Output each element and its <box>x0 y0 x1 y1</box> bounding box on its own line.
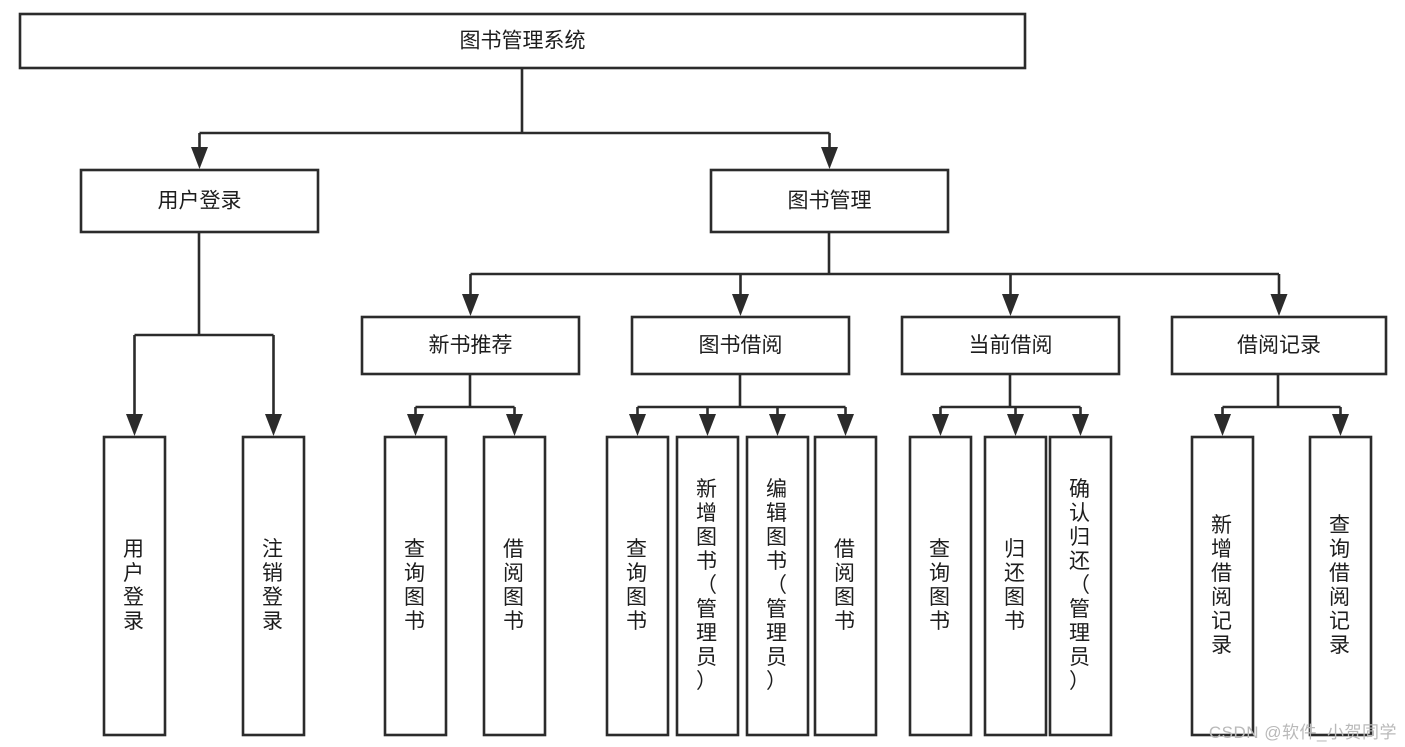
arrow-head-icon <box>506 414 523 436</box>
node-box[interactable] <box>900 315 1121 376</box>
connector-group <box>629 374 854 436</box>
node-label: 用户登录 <box>158 190 242 213</box>
node-layer: 图书管理系统用户登录图书管理新书推荐图书借阅当前借阅借阅记录用户登录注销登录查询… <box>18 12 1388 737</box>
arrow-head-icon <box>629 414 646 436</box>
arrow-head-icon <box>769 414 786 436</box>
connector-group <box>407 374 523 436</box>
node-label: 归还图书 <box>1004 538 1027 633</box>
connector-group <box>932 374 1089 436</box>
node-label: 新书推荐 <box>429 334 513 357</box>
arrow-head-icon <box>699 414 716 436</box>
node-box[interactable] <box>709 168 950 234</box>
node-box[interactable] <box>675 435 740 737</box>
node-borrow[interactable]: 图书借阅 <box>630 315 851 376</box>
connector-group <box>126 232 282 436</box>
node-box[interactable] <box>79 168 320 234</box>
node-label: 确认归还（管理员） <box>1069 478 1092 693</box>
node-label: 借阅图书 <box>834 538 857 633</box>
node-label: 查询图书 <box>404 538 427 633</box>
node-leaf-current-return[interactable]: 归还图书 <box>983 435 1048 737</box>
connector-layer <box>126 68 1349 436</box>
node-label: 借阅记录 <box>1237 334 1321 357</box>
node-current[interactable]: 当前借阅 <box>900 315 1121 376</box>
connector-group <box>191 68 838 169</box>
arrow-head-icon <box>126 414 143 436</box>
node-box[interactable] <box>241 435 306 737</box>
arrow-head-icon <box>407 414 424 436</box>
node-box[interactable] <box>18 12 1027 70</box>
node-leaf-user-logout[interactable]: 注销登录 <box>241 435 306 737</box>
node-box[interactable] <box>745 435 810 737</box>
node-box[interactable] <box>1048 435 1113 737</box>
node-leaf-newbook-query[interactable]: 查询图书 <box>383 435 448 737</box>
arrow-head-icon <box>1007 414 1024 436</box>
node-box[interactable] <box>630 315 851 376</box>
node-label: 查询图书 <box>626 538 649 633</box>
arrow-head-icon <box>837 414 854 436</box>
node-label: 注销登录 <box>262 538 285 633</box>
arrow-head-icon <box>1002 294 1019 316</box>
node-leaf-borrow-edit[interactable]: 编辑图书（管理员） <box>745 435 810 737</box>
arrow-head-icon <box>932 414 949 436</box>
node-leaf-record-query[interactable]: 查询借阅记录 <box>1308 435 1373 737</box>
connector-group <box>462 232 1288 316</box>
arrow-head-icon <box>1332 414 1349 436</box>
node-label: 新增图书（管理员） <box>696 478 719 693</box>
arrow-head-icon <box>1270 294 1288 316</box>
node-box[interactable] <box>908 435 973 737</box>
node-box[interactable] <box>813 435 878 737</box>
node-leaf-user-login[interactable]: 用户登录 <box>102 435 167 737</box>
arrow-head-icon <box>1214 414 1231 436</box>
arrow-head-icon <box>462 294 479 316</box>
arrow-head-icon <box>821 147 838 169</box>
node-bookmgmt[interactable]: 图书管理 <box>709 168 950 234</box>
node-box[interactable] <box>102 435 167 737</box>
node-label: 图书管理系统 <box>460 30 586 53</box>
node-leaf-newbook-borrow[interactable]: 借阅图书 <box>482 435 547 737</box>
node-label: 用户登录 <box>123 538 146 633</box>
connector-group <box>1214 374 1349 436</box>
node-box[interactable] <box>605 435 670 737</box>
node-label: 编辑图书（管理员） <box>766 478 789 693</box>
node-label: 查询图书 <box>929 538 952 633</box>
node-box[interactable] <box>1308 435 1373 737</box>
node-login[interactable]: 用户登录 <box>79 168 320 234</box>
node-record[interactable]: 借阅记录 <box>1170 315 1388 376</box>
node-box[interactable] <box>1170 315 1388 376</box>
node-leaf-record-add[interactable]: 新增借阅记录 <box>1190 435 1255 737</box>
arrow-head-icon <box>265 414 282 436</box>
node-box[interactable] <box>1190 435 1255 737</box>
node-label: 借阅图书 <box>503 538 526 633</box>
node-label: 图书借阅 <box>699 334 783 357</box>
node-box[interactable] <box>482 435 547 737</box>
node-box[interactable] <box>983 435 1048 737</box>
node-label: 新增借阅记录 <box>1211 514 1234 657</box>
node-newbook[interactable]: 新书推荐 <box>360 315 581 376</box>
arrow-head-icon <box>732 294 749 316</box>
node-box[interactable] <box>383 435 448 737</box>
node-leaf-current-confirm[interactable]: 确认归还（管理员） <box>1048 435 1113 737</box>
arrow-head-icon <box>1072 414 1089 436</box>
arrow-head-icon <box>191 147 208 169</box>
node-label: 查询借阅记录 <box>1329 514 1352 657</box>
node-leaf-borrow-query[interactable]: 查询图书 <box>605 435 670 737</box>
node-root[interactable]: 图书管理系统 <box>18 12 1027 70</box>
node-box[interactable] <box>360 315 581 376</box>
node-leaf-borrow-add[interactable]: 新增图书（管理员） <box>675 435 740 737</box>
node-leaf-current-query[interactable]: 查询图书 <box>908 435 973 737</box>
node-label: 当前借阅 <box>969 334 1053 357</box>
node-label: 图书管理 <box>788 190 872 213</box>
node-leaf-borrow-lend[interactable]: 借阅图书 <box>813 435 878 737</box>
